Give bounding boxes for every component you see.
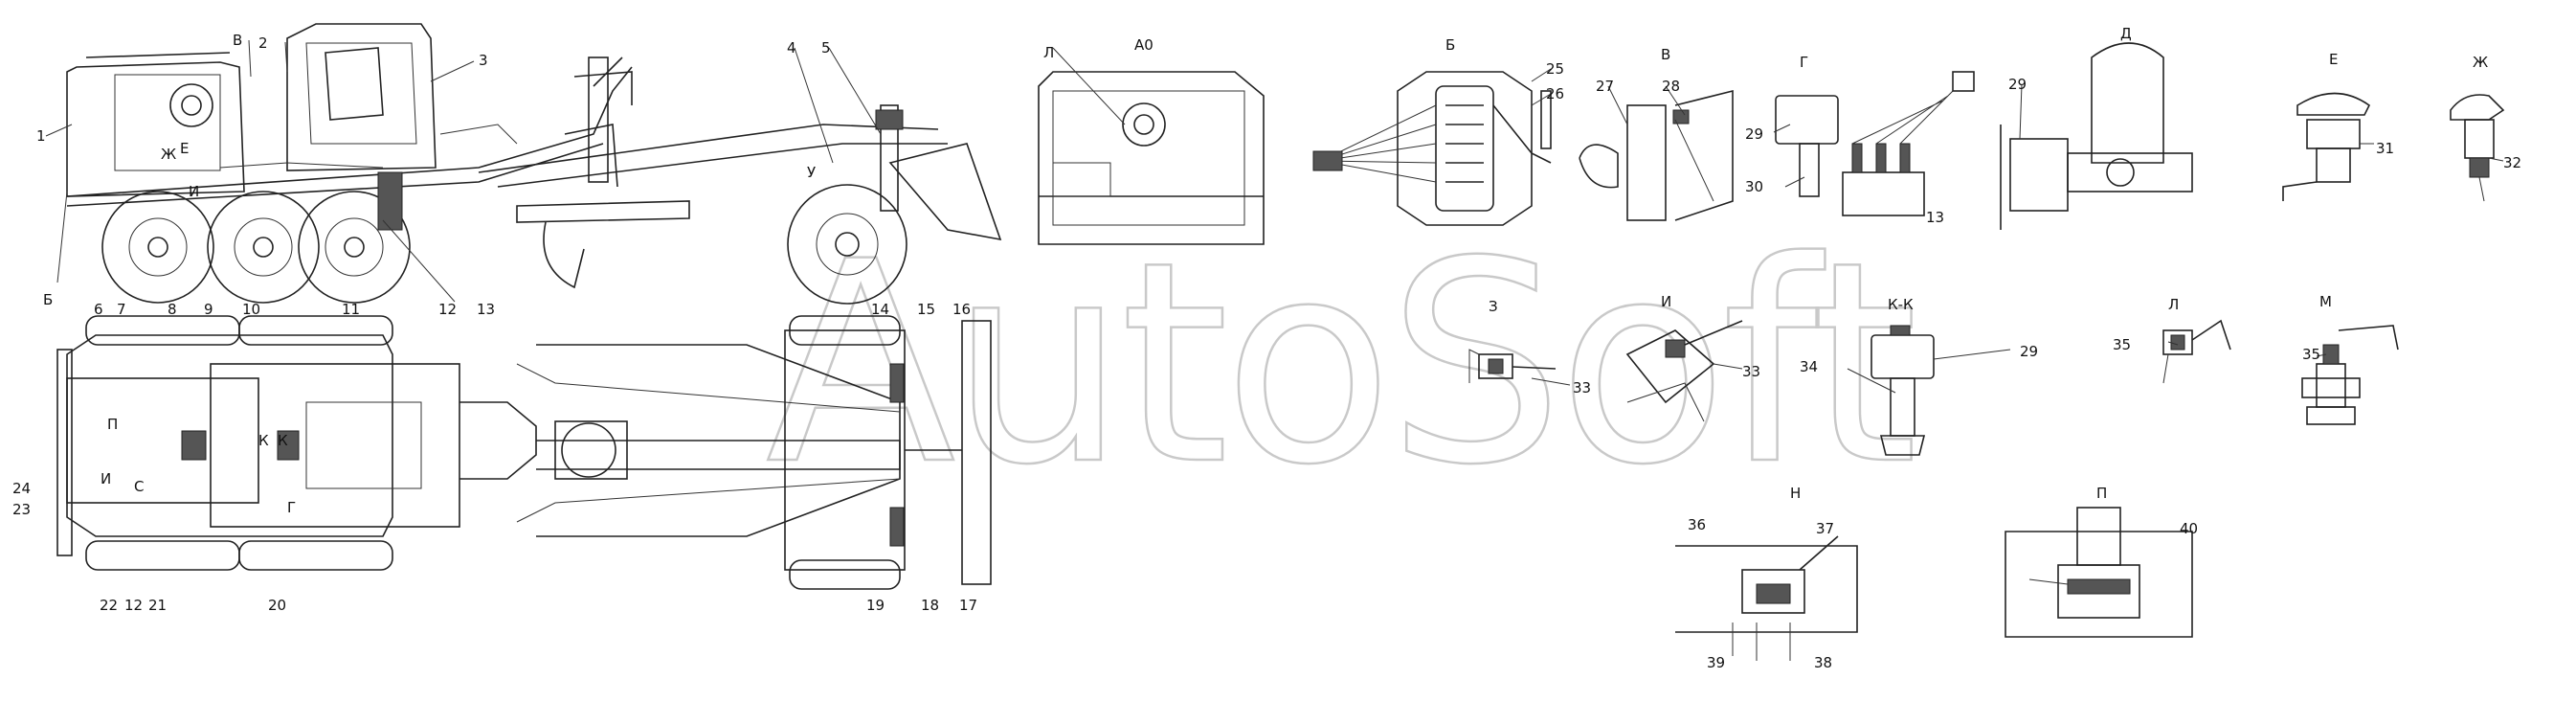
part-label-12b: 12 (124, 597, 143, 614)
view-label-u-main: У (807, 164, 816, 181)
view-e (2282, 92, 2371, 201)
view-title-d: Д (2120, 25, 2132, 42)
part-label-22: 22 (100, 597, 118, 614)
view-title-k-k: К-К (1888, 296, 1914, 313)
part-label-35b: 35 (2302, 346, 2320, 363)
view-p (2005, 507, 2193, 638)
part-label-33b: 33 (1742, 363, 1760, 380)
part-label-30: 30 (1745, 178, 1763, 195)
part-label-21: 21 (148, 597, 167, 614)
part-label-23: 23 (12, 501, 31, 518)
view-zh (2450, 94, 2505, 202)
view-title-g: Г (1800, 54, 1808, 71)
view-label-g-plan: Г (287, 499, 296, 516)
part-label-20: 20 (268, 597, 286, 614)
view-label-v-main: В (233, 32, 242, 49)
part-label-25: 25 (1546, 60, 1564, 78)
part-label-29: 29 (1745, 125, 1763, 143)
part-label-24: 24 (12, 480, 31, 497)
view-title-p: П (2096, 485, 2107, 502)
view-title-l: Л (2168, 296, 2179, 313)
view-title-zh: Ж (2473, 54, 2488, 71)
part-label-27: 27 (1596, 78, 1614, 95)
view-label-l-a0: Л (1043, 44, 1054, 61)
view-a0 (1038, 71, 1265, 245)
view-title-n: Н (1790, 485, 1801, 502)
view-label-s-plan: С (134, 478, 144, 495)
view-b-connector (1312, 71, 1552, 226)
part-label-36: 36 (1688, 516, 1706, 533)
part-label-16: 16 (952, 301, 971, 318)
part-label-13b: 13 (1926, 209, 1944, 226)
part-label-12: 12 (438, 301, 457, 318)
view-n (1675, 535, 1858, 661)
view-d-switch (2000, 42, 2193, 230)
part-label-40: 40 (2180, 520, 2198, 537)
view-label-i-plan: И (101, 470, 111, 487)
view-title-m: М (2319, 293, 2332, 310)
part-label-32: 32 (2503, 154, 2521, 171)
part-label-9: 9 (204, 301, 213, 318)
part-label-8: 8 (168, 301, 177, 318)
part-label-29b: 29 (2008, 76, 2027, 93)
part-label-6: 6 (94, 301, 103, 318)
part-label-1: 1 (36, 127, 46, 145)
watermark-text: AutoSoft (766, 203, 1914, 526)
part-label-29c: 29 (2020, 343, 2038, 360)
leader-lines (45, 39, 2504, 394)
part-label-19: 19 (866, 597, 885, 614)
view-title-e: Е (2329, 51, 2338, 68)
view-title-i: И (1661, 293, 1671, 310)
part-label-10: 10 (242, 301, 260, 318)
part-label-18: 18 (921, 597, 939, 614)
part-label-37: 37 (1816, 520, 1834, 537)
view-label-i-main: И (189, 183, 199, 200)
part-label-35: 35 (2113, 336, 2131, 353)
view-letter-labels: В Ж Е И У Б Л А0 Б В Г Д Е Ж З И К-К Л М… (43, 25, 2488, 516)
view-title-z: З (1489, 298, 1498, 315)
view-m (2301, 325, 2399, 425)
part-label-31: 31 (2376, 140, 2394, 157)
view-title-v: В (1661, 46, 1670, 63)
view-label-p-plan: П (107, 416, 118, 433)
part-label-3: 3 (479, 52, 488, 69)
view-label-b-main: Б (43, 291, 53, 308)
view-label-k-plan-1: К (258, 432, 269, 449)
part-label-26: 26 (1546, 85, 1564, 102)
part-label-13: 13 (477, 301, 495, 318)
view-label-k-plan-2: К (278, 432, 288, 449)
part-label-5: 5 (821, 39, 831, 57)
part-label-7: 7 (117, 301, 126, 318)
part-label-4: 4 (787, 39, 796, 57)
grader-side-view (66, 23, 1002, 305)
view-label-zh-main: Ж (161, 146, 176, 163)
part-label-17: 17 (959, 597, 977, 614)
grader-plan-view (56, 315, 992, 590)
part-label-11: 11 (342, 301, 360, 318)
view-l (2162, 319, 2231, 384)
part-label-28: 28 (1662, 78, 1680, 95)
part-label-39: 39 (1707, 654, 1725, 671)
part-label-34: 34 (1800, 358, 1818, 375)
view-title-b: Б (1445, 36, 1455, 54)
view-k-k (1870, 325, 1935, 456)
view-v-bracket (1579, 89, 1734, 221)
part-label-15: 15 (917, 301, 935, 318)
view-z (1468, 349, 1557, 383)
part-label-2: 2 (258, 34, 268, 52)
part-number-labels: 1 2 3 4 5 6 7 8 9 10 11 12 13 14 15 16 1… (12, 34, 2521, 671)
view-title-a0: А0 (1134, 36, 1154, 54)
part-label-14: 14 (871, 301, 889, 318)
view-g-relay (1775, 71, 1975, 216)
view-label-e-main: Е (180, 140, 189, 157)
part-label-38: 38 (1814, 654, 1832, 671)
part-label-33: 33 (1573, 379, 1591, 396)
